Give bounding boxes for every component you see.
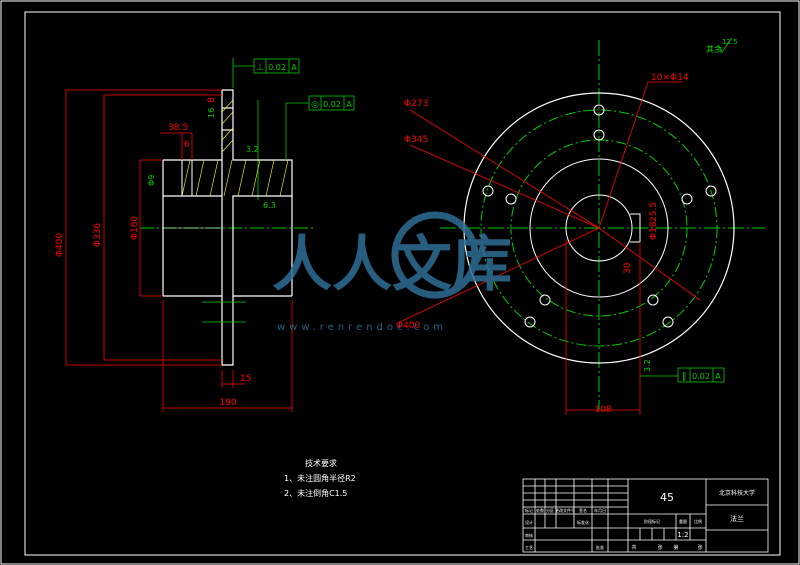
roughness-mark-2: 6.3: [263, 201, 276, 210]
tb-mid-label: 阶段标记: [644, 518, 660, 524]
watermark-ring: [391, 211, 479, 299]
part-name: 法兰: [730, 514, 744, 523]
section-annotations: Φ9 3.2 6.3 16: [147, 108, 276, 210]
tb-bottom: 张: [657, 544, 662, 551]
gdt-conc-symbol: ◎: [311, 100, 319, 110]
dim-d180: Φ180: [130, 216, 140, 241]
dim-bolt-pattern: 10×Φ14: [651, 73, 689, 83]
bolt-hole: [593, 104, 605, 116]
title-block-text: 45 北京科技大学 法兰 1:2 标记 处数 分区 更改文件号 签名 年月日 设…: [525, 489, 755, 551]
gdt-conc-value: 0.02: [323, 100, 341, 109]
front-annotations: 3.2: [643, 359, 652, 372]
tb-bottom: 张: [697, 544, 702, 551]
bolt-hole: [539, 294, 551, 306]
dim-d400: Φ400: [55, 233, 65, 258]
tb-approve-label: 批准: [596, 544, 604, 550]
general-roughness: 其余 12.5: [706, 37, 738, 54]
gdt-par-datum: A: [715, 372, 721, 381]
title-block: [522, 478, 769, 553]
section-view: Φ400 Φ336 Φ180 38.5 6 190 15 8 Φ9 3.2 6.…: [55, 58, 355, 412]
watermark-text: 人人文库: [272, 230, 512, 300]
bolt-hole-section: [181, 159, 193, 197]
roughness-mark-1: 3.2: [246, 145, 259, 154]
dim-keyway: 25.5: [649, 202, 659, 222]
front-view: 10×Φ14 Φ273 Φ345 Φ400 108 25.5 Φ18 30 3.…: [396, 37, 765, 415]
dim-6: 6: [184, 140, 190, 150]
gdt-conc-datum: A: [346, 100, 352, 109]
keyway: [630, 213, 641, 243]
dim-d336: Φ336: [93, 223, 103, 248]
dim-key-depth: Φ18: [649, 221, 659, 240]
dim-190: 190: [219, 398, 236, 408]
tb-designer-label: 设计: [525, 519, 533, 525]
gdt-perp-datum: A: [291, 63, 297, 72]
roughness-general-label: 其余: [706, 44, 722, 54]
gdt-perpendicularity: ⊥ 0.02 A: [232, 58, 300, 88]
gdt-concentricity: ◎ 0.02 A: [285, 95, 355, 160]
front-dimensions: [399, 81, 701, 415]
watermark: 人人文库 www.renrendoc.com: [272, 211, 512, 333]
tb-row-label: 年月日: [594, 507, 606, 513]
roughness-front-1: 3.2: [643, 359, 652, 372]
bolt-hole: [505, 193, 517, 205]
hub-circle: [529, 158, 669, 298]
scale-value: 1:2: [677, 531, 688, 539]
gdt-perp-symbol: ⊥: [256, 63, 264, 73]
tb-row-label: 分区: [546, 507, 554, 513]
roughness-general-value: 12.5: [722, 38, 738, 46]
dim-d400-front: Φ400: [396, 321, 421, 331]
tb-process-label: 工艺: [525, 545, 533, 550]
dim-8-top: 8: [207, 97, 217, 103]
tb-mid-label: 重量: [679, 518, 687, 524]
tb-row-label: 签名: [579, 507, 587, 513]
dim-d9: Φ9: [147, 175, 156, 186]
bolt-hole: [593, 129, 605, 141]
flange-outline: [162, 89, 293, 366]
bolt-hole: [681, 193, 693, 205]
section-hatch: [181, 99, 289, 197]
dim-108: 108: [594, 405, 611, 415]
bolt-hole: [662, 316, 674, 328]
notes-item-2: 2、未注倒角C1.5: [284, 488, 347, 498]
front-dim-labels: 10×Φ14 Φ273 Φ345 Φ400 108 25.5 Φ18 30: [396, 73, 689, 415]
section-dimensions: [65, 89, 293, 412]
tb-mid-label: 比例: [694, 518, 702, 524]
dim-30: 30: [623, 262, 633, 274]
technical-notes: 技术要求 1、未注圆角半径R2 2、未注倒角C1.5: [284, 458, 356, 498]
school-name: 北京科技大学: [719, 489, 755, 497]
small-tick-marks: [202, 301, 246, 323]
material-label: 45: [660, 491, 674, 504]
tb-row-label: 处数: [536, 507, 544, 513]
dim-d345: Φ345: [404, 135, 428, 145]
notes-item-1: 1、未注圆角半径R2: [284, 473, 356, 483]
tb-standard-label: 标准化: [577, 519, 589, 525]
notes-title: 技术要求: [305, 458, 337, 468]
dim-38-5: 38.5: [168, 123, 188, 133]
bolt-hole: [524, 316, 536, 328]
inner-border: [24, 11, 781, 556]
dim-16: 16: [207, 108, 216, 118]
tb-row-label: 标记: [525, 507, 533, 513]
watermark-url: www.renrendoc.com: [277, 322, 447, 333]
tb-bottom: 共: [631, 544, 636, 551]
bolt-circle: [480, 109, 718, 347]
gdt-parallelism: ∥ 0.02 A: [640, 367, 725, 383]
gdt-par-value: 0.02: [692, 372, 710, 381]
gdt-perp-value: 0.02: [268, 63, 286, 72]
bore-circle: [565, 194, 633, 262]
tb-bottom: 第: [673, 544, 678, 551]
tb-review-label: 审核: [525, 532, 533, 538]
dim-15: 15: [240, 374, 251, 384]
gdt-par-symbol: ∥: [682, 372, 687, 382]
bolt-hole: [482, 185, 494, 197]
tb-row-label: 更改文件号: [555, 507, 575, 513]
dim-d273: Φ273: [404, 99, 428, 109]
bolt-hole: [647, 294, 659, 306]
bolt-hole: [705, 185, 717, 197]
bolt-holes: [482, 104, 717, 328]
section-dim-labels: Φ400 Φ336 Φ180 38.5 6 190 15 8: [55, 97, 251, 408]
